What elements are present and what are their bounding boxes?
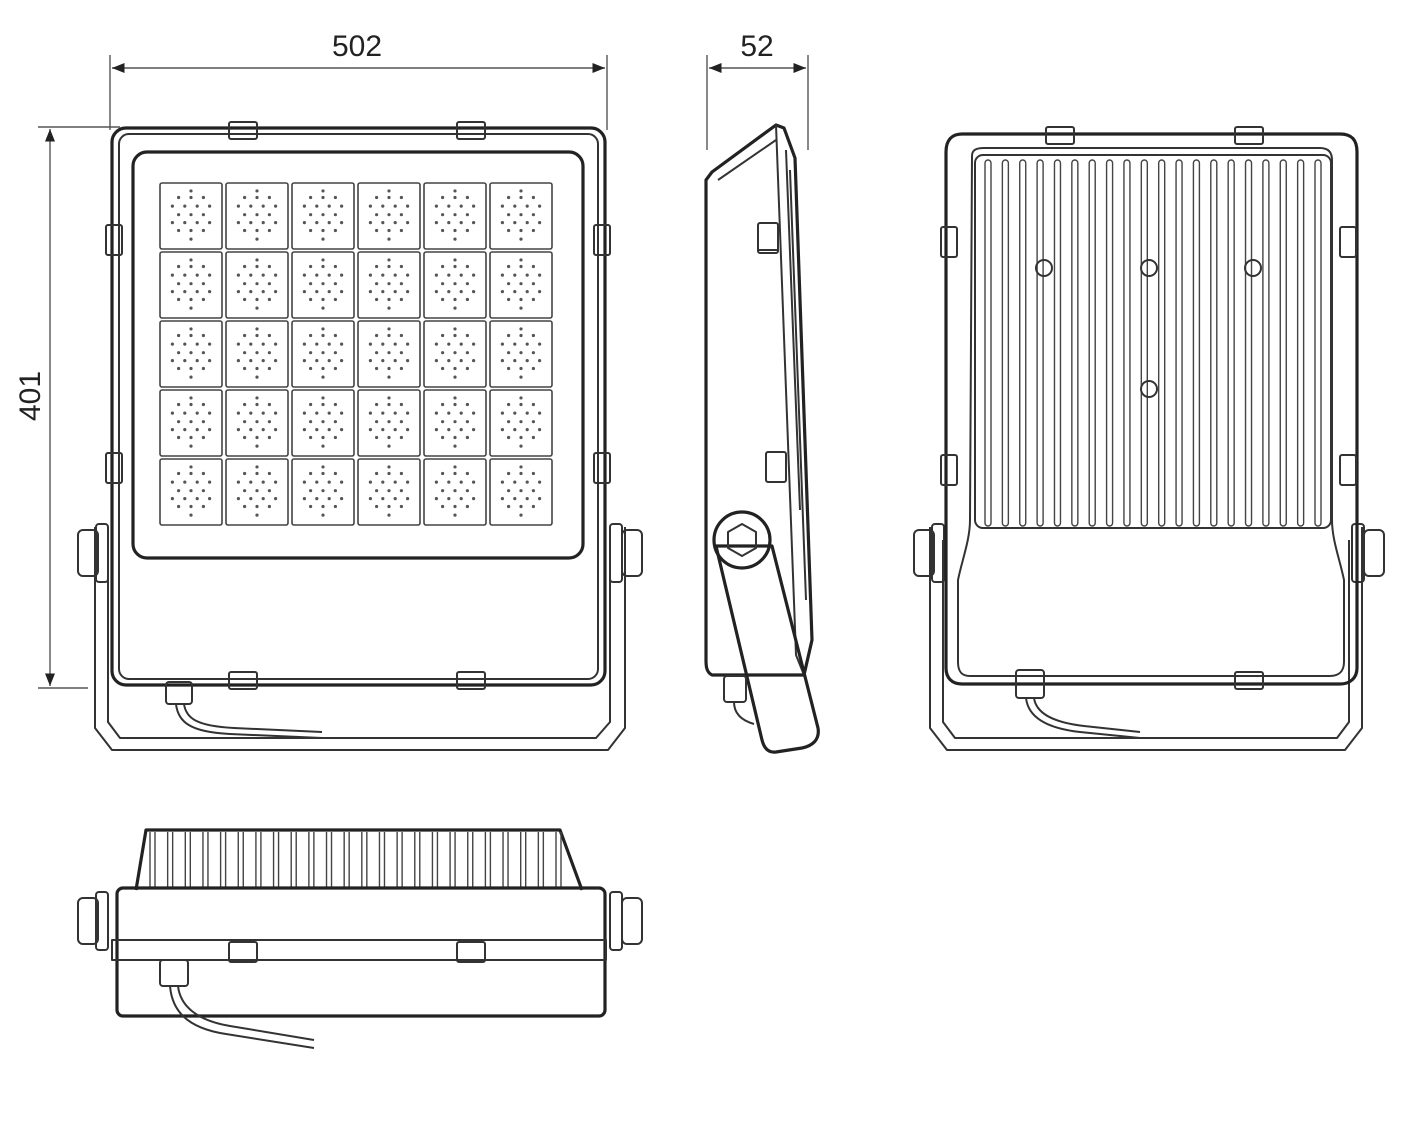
led-module [357, 251, 421, 319]
led-module [291, 182, 355, 250]
heatsink-fin [1296, 159, 1305, 527]
back-mount-hole [1035, 259, 1053, 277]
heatsink-fin [984, 159, 992, 527]
heatsink-fin [1105, 159, 1114, 527]
heatsink-fin [1001, 159, 1010, 527]
bottom-heatsink-fins [149, 832, 562, 888]
led-module [159, 389, 223, 457]
led-module [489, 458, 553, 526]
front-view [77, 121, 643, 751]
led-module [357, 320, 421, 388]
heatsink-fin [1019, 159, 1027, 527]
led-module [489, 182, 553, 250]
heatsink-fin [1314, 159, 1322, 527]
led-module [225, 251, 289, 319]
dimension-height: 401 [14, 126, 120, 689]
back-view [913, 126, 1385, 751]
led-module [159, 182, 223, 250]
heatsink-fin [1071, 159, 1079, 527]
led-module [423, 251, 487, 319]
back-fin-area [974, 154, 1332, 529]
led-module [357, 182, 421, 250]
dimension-height-label: 401 [14, 371, 47, 421]
led-module [489, 251, 553, 319]
heatsink-fin [1088, 159, 1096, 527]
side-pivot-knob [712, 510, 772, 570]
heatsink-fin [1210, 159, 1218, 527]
dimension-depth: 52 [706, 30, 809, 150]
front-knob-left [77, 529, 99, 577]
led-module [357, 389, 421, 457]
front-cable [175, 703, 323, 739]
heatsink-fin [1262, 159, 1270, 527]
led-module [225, 182, 289, 250]
led-module-grid [159, 182, 553, 526]
led-module [423, 458, 487, 526]
heatsink-fin [1157, 159, 1166, 527]
dimension-depth-label: 52 [740, 30, 773, 63]
heatsink-fin [1244, 159, 1253, 527]
front-housing [110, 126, 607, 687]
heatsink-fin [1279, 159, 1287, 527]
side-housing [704, 123, 814, 677]
bottom-heatsink [134, 828, 584, 891]
heatsink-fin [1175, 159, 1183, 527]
front-cable-gland [165, 681, 193, 705]
led-module [291, 458, 355, 526]
led-module [225, 458, 289, 526]
heatsink-fin [1227, 159, 1235, 527]
heatsink-fin [1123, 159, 1131, 527]
led-module [159, 320, 223, 388]
led-module [423, 182, 487, 250]
heatsink-fin [1140, 159, 1149, 527]
dimension-width: 502 [109, 30, 608, 130]
back-bracket [929, 527, 1363, 751]
front-tab [228, 121, 258, 140]
led-module [225, 389, 289, 457]
front-bracket [94, 527, 626, 751]
led-module [423, 320, 487, 388]
led-module [357, 458, 421, 526]
dimension-width-label: 502 [332, 30, 382, 63]
led-module [489, 389, 553, 457]
back-housing [944, 132, 1359, 686]
heatsink-fin [1192, 159, 1201, 527]
heatsink-fin [1053, 159, 1062, 527]
led-module [225, 320, 289, 388]
led-module [159, 251, 223, 319]
led-module [291, 251, 355, 319]
led-module [291, 389, 355, 457]
side-bracket-arm [714, 544, 820, 754]
led-module [423, 389, 487, 457]
bottom-housing [115, 886, 607, 1018]
bottom-cable [169, 985, 315, 1049]
heatsink-fin [1036, 159, 1044, 527]
bottom-view [77, 828, 643, 1049]
side-view [704, 123, 820, 754]
back-heatsink-fins [984, 159, 1322, 527]
led-module [291, 320, 355, 388]
front-led-panel [131, 150, 585, 560]
led-module [489, 320, 553, 388]
led-module [159, 458, 223, 526]
